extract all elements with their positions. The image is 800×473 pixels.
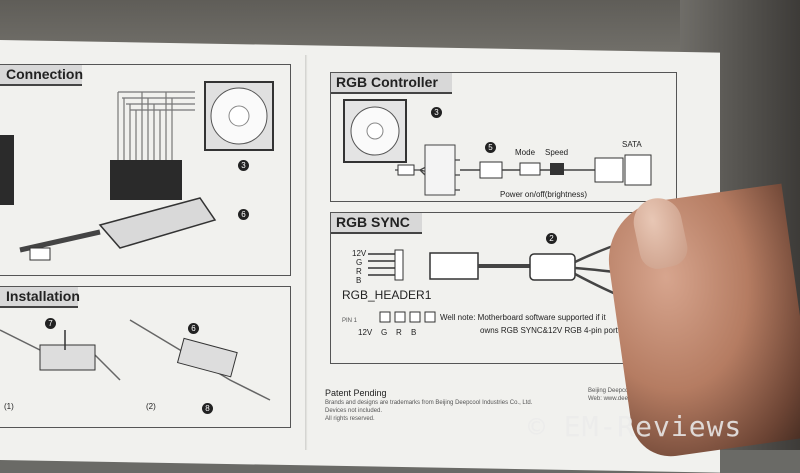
power-label: Power on/off(brightness) xyxy=(500,190,588,199)
footer-line3: All rights reserved. xyxy=(325,416,375,422)
callout-2: 2 xyxy=(546,233,557,244)
callout-6b: 6 xyxy=(188,323,199,334)
callout-5: 5 xyxy=(485,142,496,153)
sata-label: SATA xyxy=(622,140,642,149)
illustrations xyxy=(0,81,652,378)
installation-box xyxy=(0,286,291,428)
sync-note-line2: owns RGB SYNC&12V RGB 4-pin port. xyxy=(480,326,621,335)
pin-g: G xyxy=(356,258,363,267)
pin-12v: 12V xyxy=(352,249,367,258)
callout-7: 7 xyxy=(45,318,56,329)
pin1-label: PIN 1 xyxy=(342,318,358,324)
page-fold xyxy=(305,55,308,450)
installation-title: Installation xyxy=(0,286,80,308)
callout-8: 8 xyxy=(202,403,213,414)
footer-line2: Devices not included. xyxy=(325,408,383,414)
callout-3-controller: 3 xyxy=(431,107,442,118)
pin-row-r: R xyxy=(396,328,402,337)
patent-pending: Patent Pending xyxy=(325,388,387,398)
pin-b: B xyxy=(356,276,362,285)
speed-label: Speed xyxy=(545,148,569,157)
rgb-sync-title: RGB SYNC xyxy=(330,212,422,234)
callout-3: 3 xyxy=(238,160,249,171)
step-2-label: (2) xyxy=(146,402,156,411)
pin-row-b: B xyxy=(411,328,417,337)
connection-title: Connection xyxy=(0,64,83,86)
mode-label: Mode xyxy=(515,148,536,157)
pin-r: R xyxy=(356,267,362,276)
pin-row-g: G xyxy=(381,328,388,337)
header-label: RGB_HEADER1 xyxy=(342,288,432,302)
footer-right2: Web: www.deepcool.com xyxy=(588,396,656,402)
footer-line1: Brands and designs are trademarks from B… xyxy=(325,400,533,406)
callout-6: 6 xyxy=(238,209,249,220)
rgb-controller-title: RGB Controller xyxy=(330,72,452,94)
connection-box xyxy=(0,64,291,276)
pin-row-12v: 12V xyxy=(358,328,373,337)
rgb-controller-box xyxy=(330,72,677,202)
watermark: © EM-Reviews xyxy=(528,410,743,443)
sync-note-line1: Well note: Motherboard software supporte… xyxy=(440,313,606,322)
step-1-label: (1) xyxy=(4,402,14,411)
